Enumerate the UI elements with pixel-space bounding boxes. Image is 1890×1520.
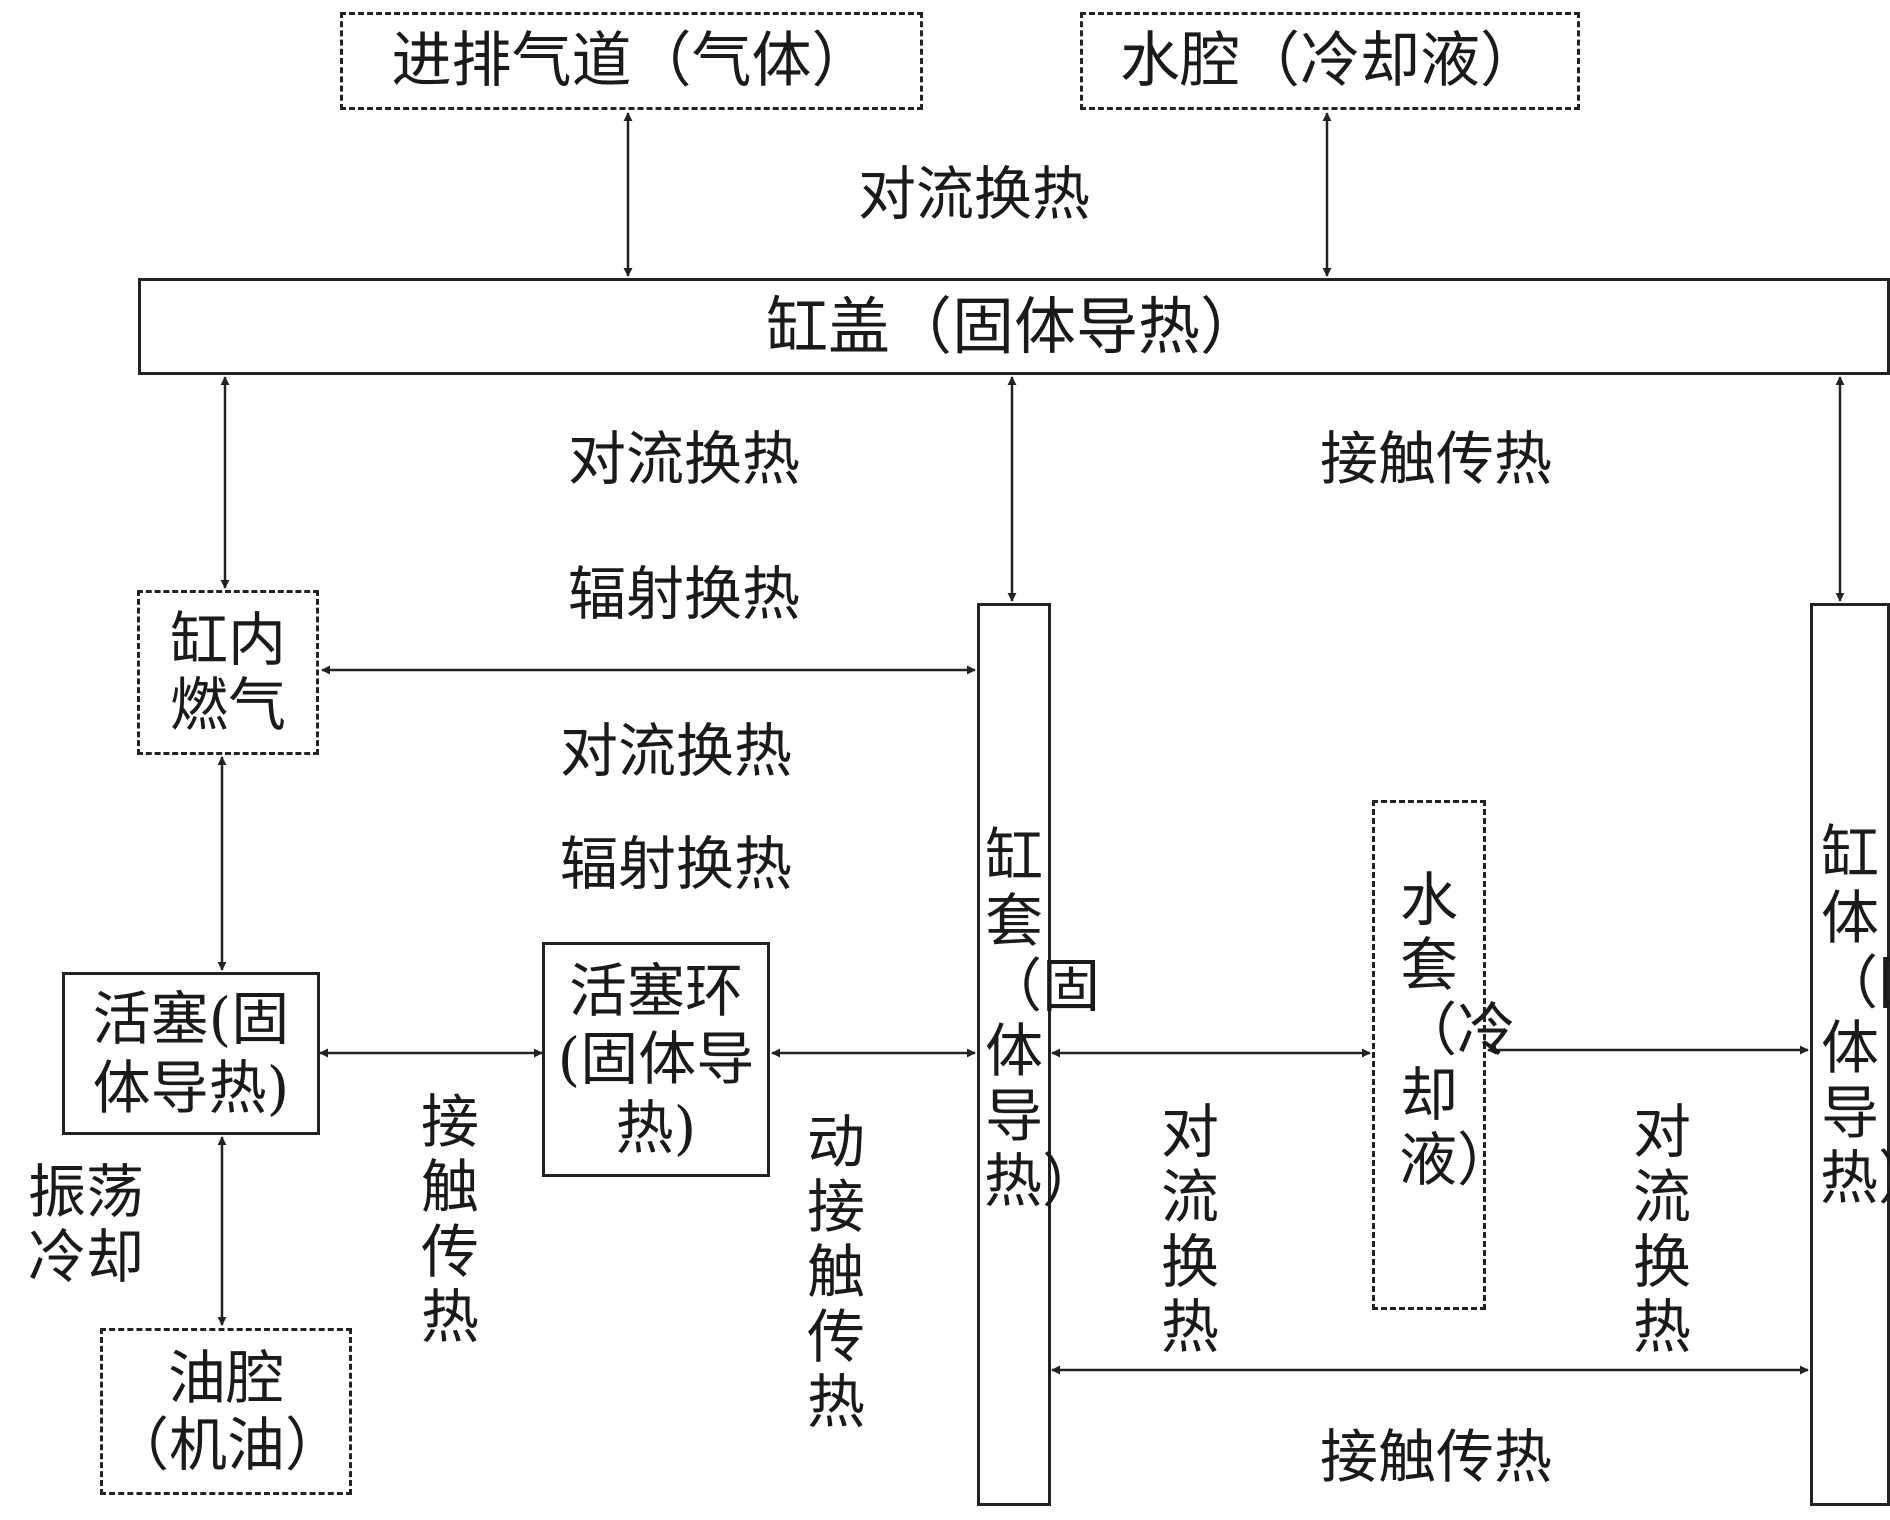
oscillation-cooling-label: 振荡冷却: [28, 1158, 145, 1291]
oil-cavity-box: 油腔（机油）: [100, 1328, 352, 1495]
convection-jacket-block-label: 对流换热: [1632, 1098, 1691, 1361]
contact-head-label: 接触传热: [1320, 425, 1553, 493]
convection-top-label: 对流换热: [858, 160, 1091, 228]
water-jacket-box: 水套（冷却液）: [1372, 800, 1516, 1310]
cylinder-liner-box: 缸套（固体导热）: [977, 603, 1101, 1506]
cylinder-liner-label: 缸套（固体导热）: [984, 822, 1101, 1215]
piston-ring-box: 活塞环(固体导热): [542, 942, 770, 1177]
piston-box: 活塞(固体导热): [62, 972, 320, 1135]
cylinder-head-label: 缸盖（固体导热）: [765, 289, 1262, 363]
cylinder-block-label: 缸体（固体导热）: [1820, 819, 1890, 1212]
dynamic-contact-label: 动接触传热: [806, 1108, 865, 1436]
water-jacket-label: 水套（冷却液）: [1399, 866, 1516, 1194]
radiation-gas-liner-label: 辐射换热: [560, 830, 793, 898]
convection-gas-liner-label: 对流换热: [560, 717, 793, 785]
convection-liner-jacket-label: 对流换热: [1160, 1098, 1219, 1361]
oil-cavity-label: 油腔（机油）: [111, 1343, 344, 1479]
cylinder-head-box: 缸盖（固体导热）: [138, 278, 1890, 375]
intake-exhaust-label: 进排气道（气体）: [391, 26, 872, 96]
combustion-gas-label: 缸内燃气: [169, 605, 286, 739]
convection-gas-head-label: 对流换热: [568, 425, 801, 493]
water-cavity-box: 水腔（冷却液）: [1080, 12, 1580, 110]
radiation-gas-head-label: 辐射换热: [568, 560, 801, 628]
intake-exhaust-box: 进排气道（气体）: [340, 12, 923, 110]
piston-label: 活塞(固体导热): [92, 985, 290, 1122]
water-cavity-label: 水腔（冷却液）: [1120, 26, 1540, 96]
contact-piston-ring-label: 接触传热: [420, 1088, 479, 1351]
contact-liner-block-label: 接触传热: [1320, 1423, 1553, 1491]
piston-ring-label: 活塞环(固体导热): [557, 956, 755, 1162]
combustion-gas-box: 缸内燃气: [137, 590, 319, 755]
cylinder-block-box: 缸体（固体导热）: [1810, 603, 1890, 1506]
